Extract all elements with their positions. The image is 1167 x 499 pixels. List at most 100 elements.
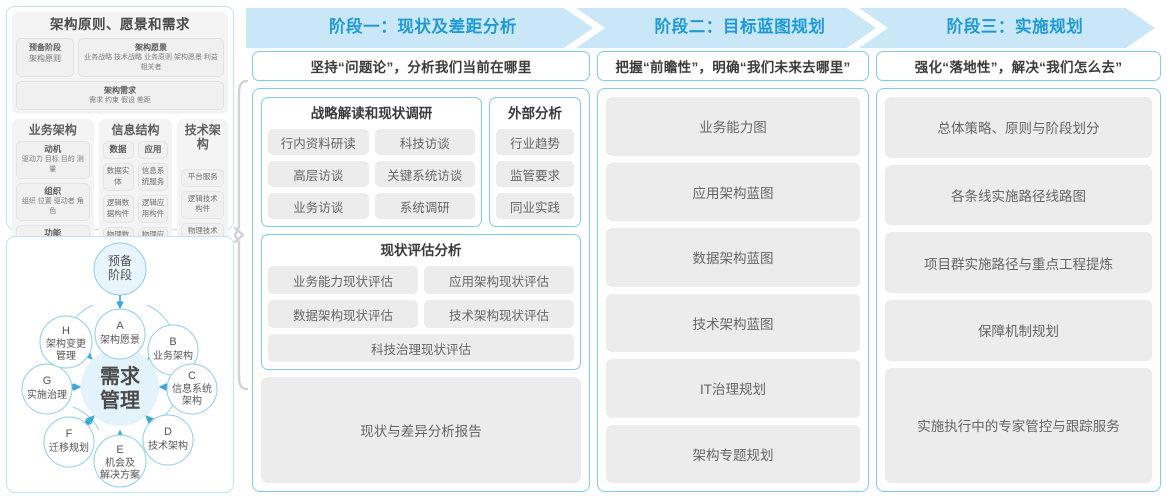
blueprint-tile[interactable]: 应用架构蓝图	[606, 162, 860, 221]
research-item[interactable]: 行内资料研读	[268, 129, 369, 155]
adm-node-b-key: B	[169, 336, 176, 348]
assessment-item[interactable]: 业务能力现状评估	[268, 266, 418, 294]
data-entity-label: 数据实体	[106, 166, 130, 186]
adm-node-f-key: F	[66, 428, 73, 440]
adm-node-e-label1: 机会及	[105, 456, 135, 469]
adm-node-d[interactable]	[142, 414, 194, 466]
logical-data-label: 逻辑数据构件	[106, 198, 130, 218]
architecture-vision-items: 业务战略 技术战略 业务原则 架构愿景 利益相关者	[84, 54, 218, 71]
phase-3-subtitle: 强化“落地性”，解决“我们怎么去”	[876, 51, 1161, 81]
data-head: 数据	[109, 144, 127, 154]
blueprint-tile[interactable]: 架构专题规划	[606, 424, 860, 483]
current-state-assessment-title: 现状评估分析	[380, 243, 462, 258]
implementation-tile[interactable]: 各条线实施路径线路图	[885, 164, 1152, 226]
logical-application-chip: 逻辑应用构件	[137, 195, 169, 223]
research-item[interactable]: 高层访谈	[268, 161, 369, 187]
platform-service-label: 平台服务	[187, 172, 218, 181]
adm-node-f[interactable]	[43, 416, 95, 468]
external-item[interactable]: 监管要求	[496, 161, 574, 187]
application-head: 应用	[144, 144, 162, 154]
data-head-chip: 数据	[102, 141, 134, 159]
logical-data-chip: 逻辑数据构件	[102, 195, 134, 223]
adm-node-h-label2: 管理	[56, 349, 76, 362]
logical-application-label: 逻辑应用构件	[141, 198, 165, 218]
phase-2-subtitle: 把握“前瞻性”，明确“我们未来去哪里”	[597, 51, 869, 81]
motivation-body: 驱动力 目标 目的 测量	[21, 156, 84, 173]
architecture-requirements-title: 架构需求	[104, 86, 136, 95]
phase-3-column: 强化“落地性”，解决“我们怎么去” 总体策略、原则与阶段划分 各条线实施路径线路…	[876, 51, 1161, 492]
adm-node-e-key: E	[116, 444, 123, 456]
external-analysis-card: 外部分析 行业趋势 监管要求 同业实践	[489, 97, 581, 227]
application-head-chip: 应用	[137, 141, 169, 159]
adm-node-h[interactable]	[39, 315, 93, 369]
adm-node-c[interactable]	[166, 363, 218, 415]
phase-1-header: 阶段一：现状及差距分析	[328, 18, 518, 36]
adm-node-c-label2: 架构	[182, 394, 202, 407]
blueprint-tile[interactable]: IT治理规划	[606, 359, 860, 418]
phase-2-header: 阶段二：目标蓝图规划	[654, 18, 826, 36]
logical-technology-chip: 逻辑技术构件	[181, 190, 224, 219]
adm-node-e[interactable]	[93, 434, 147, 488]
research-item[interactable]: 关键系统访谈	[374, 161, 475, 187]
architecture-vision-box: 架构愿景 业务战略 技术战略 业务原则 架构愿景 利益相关者	[78, 38, 224, 77]
information-system-service-chip: 信息系统服务	[137, 163, 169, 191]
strategy-research-title: 战略解读和现状调研	[310, 106, 433, 121]
adm-node-g-label: 实施治理	[27, 388, 67, 401]
phase-2-column: 把握“前瞻性”，明确“我们未来去哪里” 业务能力图 应用架构蓝图 数据架构蓝图 …	[597, 51, 869, 492]
strategy-research-items: 行内资料研读 科技访谈 高层访谈 关键系统访谈 业务访谈 系统调研	[268, 129, 475, 219]
assessment-item[interactable]: 数据架构现状评估	[268, 300, 418, 328]
adm-center-line2: 管理	[100, 388, 140, 412]
external-analysis-items: 行业趋势 监管要求 同业实践	[496, 129, 574, 219]
phase-3-tiles: 总体策略、原则与阶段划分 各条线实施路径线路图 项目群实施路径与重点工程提炼 保…	[885, 97, 1152, 483]
togaf-content-framework-card: 架构原则、愿景和需求 预备阶段 架构原则 架构愿景 业务战略 技术战略 业务原则…	[6, 6, 234, 313]
adm-node-h-key: H	[62, 325, 70, 337]
architecture-vision-title: 架构愿景	[135, 43, 167, 52]
adm-node-a-key: A	[116, 320, 124, 332]
function-head: 功能	[44, 228, 62, 238]
adm-node-a[interactable]	[94, 308, 146, 360]
assessment-item[interactable]: 应用架构现状评估	[424, 266, 574, 294]
research-item[interactable]: 业务访谈	[268, 193, 369, 219]
information-system-service-label: 信息系统服务	[141, 166, 165, 186]
implementation-tile[interactable]: 项目群实施路径与重点工程提炼	[885, 232, 1152, 294]
organization-chip: 组织 组织 位置 驱动者 角色	[16, 183, 90, 221]
motivation-head: 动机	[44, 144, 62, 154]
adm-node-prep-line1: 预备	[108, 254, 132, 268]
adm-node-c-key: C	[188, 370, 196, 382]
organization-body: 组织 位置 驱动者 角色	[21, 198, 84, 215]
bracket-icon	[233, 79, 249, 391]
assessment-item-full[interactable]: 科技治理现状评估	[268, 334, 574, 362]
implementation-tile[interactable]: 总体策略、原则与阶段划分	[885, 97, 1152, 158]
data-entity-chip: 数据实体	[102, 163, 134, 191]
blueprint-tile[interactable]: 技术架构蓝图	[606, 293, 860, 352]
architecture-principles-section: 架构原则、愿景和需求 预备阶段 架构原则 架构愿景 业务战略 技术战略 业务原则…	[12, 12, 228, 114]
adm-center-circle	[81, 348, 159, 426]
implementation-tile[interactable]: 保障机制规划	[885, 300, 1152, 361]
phase-2-body: 业务能力图 应用架构蓝图 数据架构蓝图 技术架构蓝图 IT治理规划 架构专题规划	[597, 88, 869, 492]
phase-3-body: 总体策略、原则与阶段划分 各条线实施路径线路图 项目群实施路径与重点工程提炼 保…	[876, 88, 1161, 492]
phase-1-column: 坚持“问题论”，分析我们当前在哪里 战略解读和现状调研 行内资料研读 科技访谈 …	[252, 51, 590, 492]
external-item[interactable]: 行业趋势	[496, 129, 574, 155]
motivation-chip: 动机 驱动力 目标 目的 测量	[16, 141, 90, 179]
blueprint-tile[interactable]: 数据架构蓝图	[606, 228, 860, 287]
adm-node-a-label: 架构愿景	[100, 333, 140, 346]
adm-node-h-label1: 架构变更	[46, 337, 86, 350]
phase-3-header: 阶段三：实施规划	[946, 18, 1084, 36]
adm-node-g[interactable]	[21, 363, 73, 415]
assessment-item[interactable]: 技术架构现状评估	[424, 300, 574, 328]
current-state-assessment-card: 现状评估分析 业务能力现状评估 应用架构现状评估 数据架构现状评估 技术架构现状…	[261, 234, 581, 370]
external-analysis-title: 外部分析	[508, 106, 562, 121]
bracket-connector	[233, 79, 260, 395]
architecture-requirements-items: 需求 约束 假设 差距	[89, 97, 151, 104]
implementation-tile[interactable]: 实施执行中的专家管控与跟踪服务	[885, 367, 1152, 483]
blueprint-tile[interactable]: 业务能力图	[606, 97, 860, 156]
external-item[interactable]: 同业实践	[496, 193, 574, 219]
prep-phase-box: 预备阶段 架构原则	[16, 38, 74, 77]
adm-cycle-card: 需求 管理 预备 阶段	[6, 236, 234, 493]
research-item[interactable]: 系统调研	[374, 193, 475, 219]
phase-2-tiles: 业务能力图 应用架构蓝图 数据架构蓝图 技术架构蓝图 IT治理规划 架构专题规划	[606, 97, 860, 483]
research-item[interactable]: 科技访谈	[374, 129, 475, 155]
phase-1-subtitle: 坚持“问题论”，分析我们当前在哪里	[252, 51, 590, 81]
phase-1-report-tile[interactable]: 现状与差异分析报告	[261, 377, 581, 483]
